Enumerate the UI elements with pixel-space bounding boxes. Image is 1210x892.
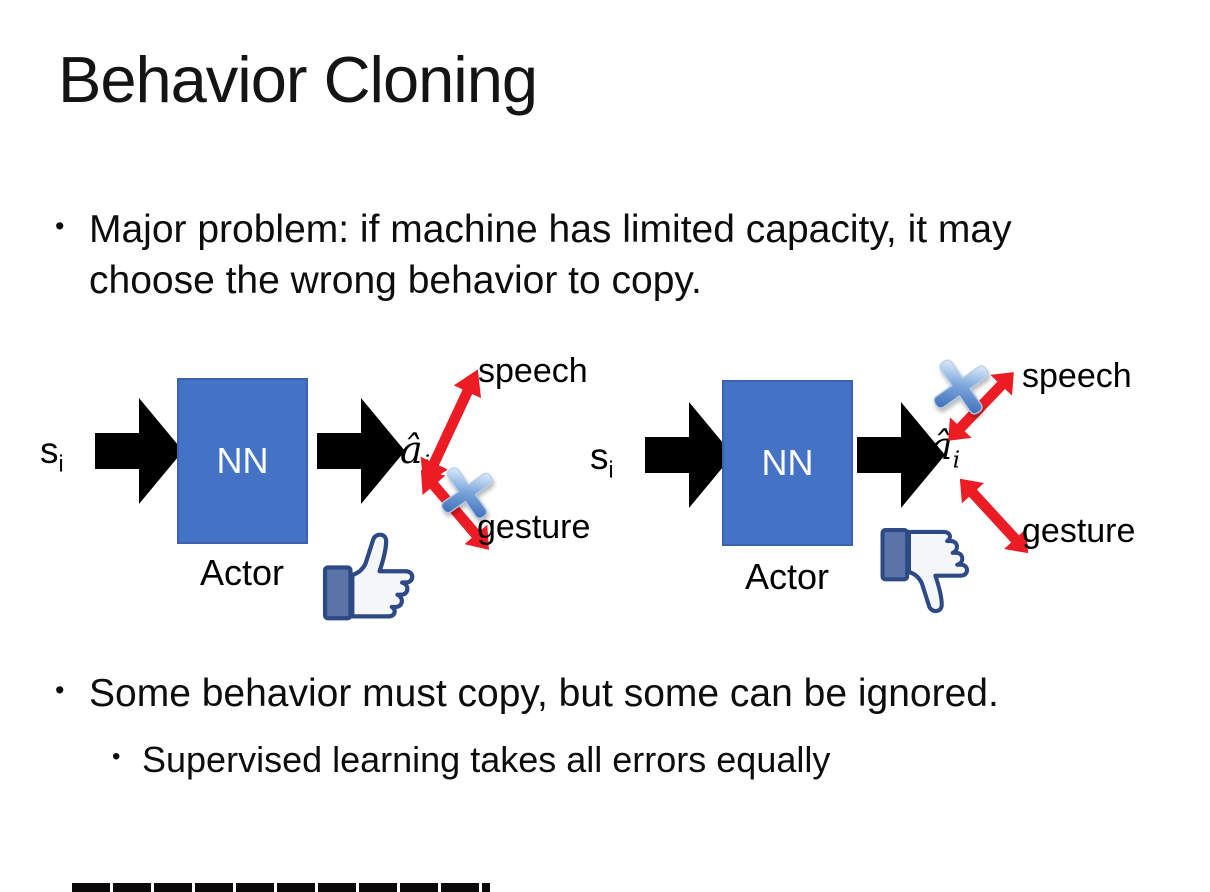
- bullet-some-behavior: • Some behavior must copy, but some can …: [55, 668, 1175, 719]
- bullet-some-behavior-text: Some behavior must copy, but some can be…: [89, 672, 999, 715]
- bullet-supervised-text: Supervised learning takes all errors equ…: [142, 739, 831, 780]
- cutoff-text-strip: [72, 883, 490, 892]
- bullet-supervised: • Supervised learning takes all errors e…: [112, 736, 830, 784]
- action-sub: i: [952, 445, 961, 474]
- nn-box-right: NN: [722, 380, 853, 546]
- bullet-marker: •: [55, 211, 65, 241]
- state-base: s: [590, 436, 609, 477]
- state-sub: i: [58, 450, 64, 477]
- action-label-right: âi: [930, 424, 960, 474]
- action-base: â: [400, 428, 423, 472]
- state-sub: i: [608, 456, 614, 483]
- actor-label-right: Actor: [744, 556, 830, 597]
- thumbs-down-icon: [880, 528, 970, 614]
- gesture-label-left: gesture: [477, 508, 591, 546]
- bullet-major-problem-text: Major problem: if machine has limited ca…: [89, 208, 1012, 303]
- input-arrow-icon: [645, 402, 733, 508]
- gesture-label-right: gesture: [1022, 512, 1136, 550]
- double-arrow-gesture-icon: [406, 460, 501, 563]
- speech-label-right: speech: [1022, 357, 1132, 395]
- double-arrow-gesture-icon: [945, 469, 1039, 567]
- nn-label: NN: [216, 440, 269, 481]
- state-base: s: [40, 430, 59, 471]
- state-label-left: si: [40, 430, 64, 477]
- nn-box-left: NN: [177, 378, 308, 544]
- output-arrow-icon: [857, 402, 945, 508]
- thumbs-up-icon: [322, 532, 415, 621]
- output-arrow-icon: [317, 398, 405, 504]
- action-base: â: [930, 424, 953, 468]
- cross-icon: [933, 359, 989, 415]
- page-title: Behavior Cloning: [58, 43, 538, 116]
- bullet-marker: •: [55, 675, 65, 705]
- bullet-marker: •: [112, 743, 121, 770]
- bullet-major-problem: • Major problem: if machine has limited …: [55, 204, 1115, 307]
- input-arrow-icon: [95, 398, 183, 504]
- actor-label-left: Actor: [199, 552, 285, 593]
- speech-label-left: speech: [478, 352, 588, 390]
- nn-label: NN: [761, 442, 814, 483]
- cross-icon: [441, 467, 493, 519]
- state-label-right: si: [590, 436, 614, 483]
- double-arrow-speech-icon: [410, 363, 496, 494]
